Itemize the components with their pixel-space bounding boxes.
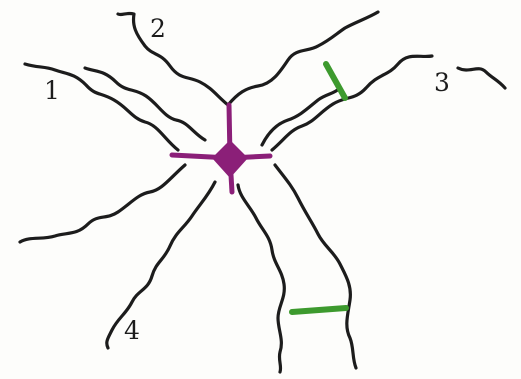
core-node — [212, 140, 248, 178]
strand-lower-right — [273, 163, 358, 370]
polymer-strands — [18, 10, 507, 374]
star-core — [169, 102, 273, 195]
crosslink-lower — [289, 305, 349, 315]
strand-arm3-tail — [456, 66, 507, 90]
strand-arm2-left — [116, 11, 230, 107]
strand-arm1-upper — [23, 62, 180, 152]
strand-arm2-right — [226, 10, 380, 107]
strand-arm1-lower — [83, 66, 207, 142]
strand-arm4-left — [18, 163, 187, 244]
arm-label-4: 4 — [124, 316, 140, 345]
strand-arm3-upper — [270, 54, 434, 152]
strand-lower-left — [236, 183, 286, 374]
crosslink-upper — [323, 61, 348, 101]
crosslinks — [289, 61, 349, 315]
arm-label-3: 3 — [434, 68, 450, 97]
arm-label-2: 2 — [150, 14, 166, 43]
strand-arm3-lower — [260, 86, 342, 147]
arm-label-1: 1 — [44, 76, 60, 105]
strand-arm4-lower — [105, 180, 217, 350]
